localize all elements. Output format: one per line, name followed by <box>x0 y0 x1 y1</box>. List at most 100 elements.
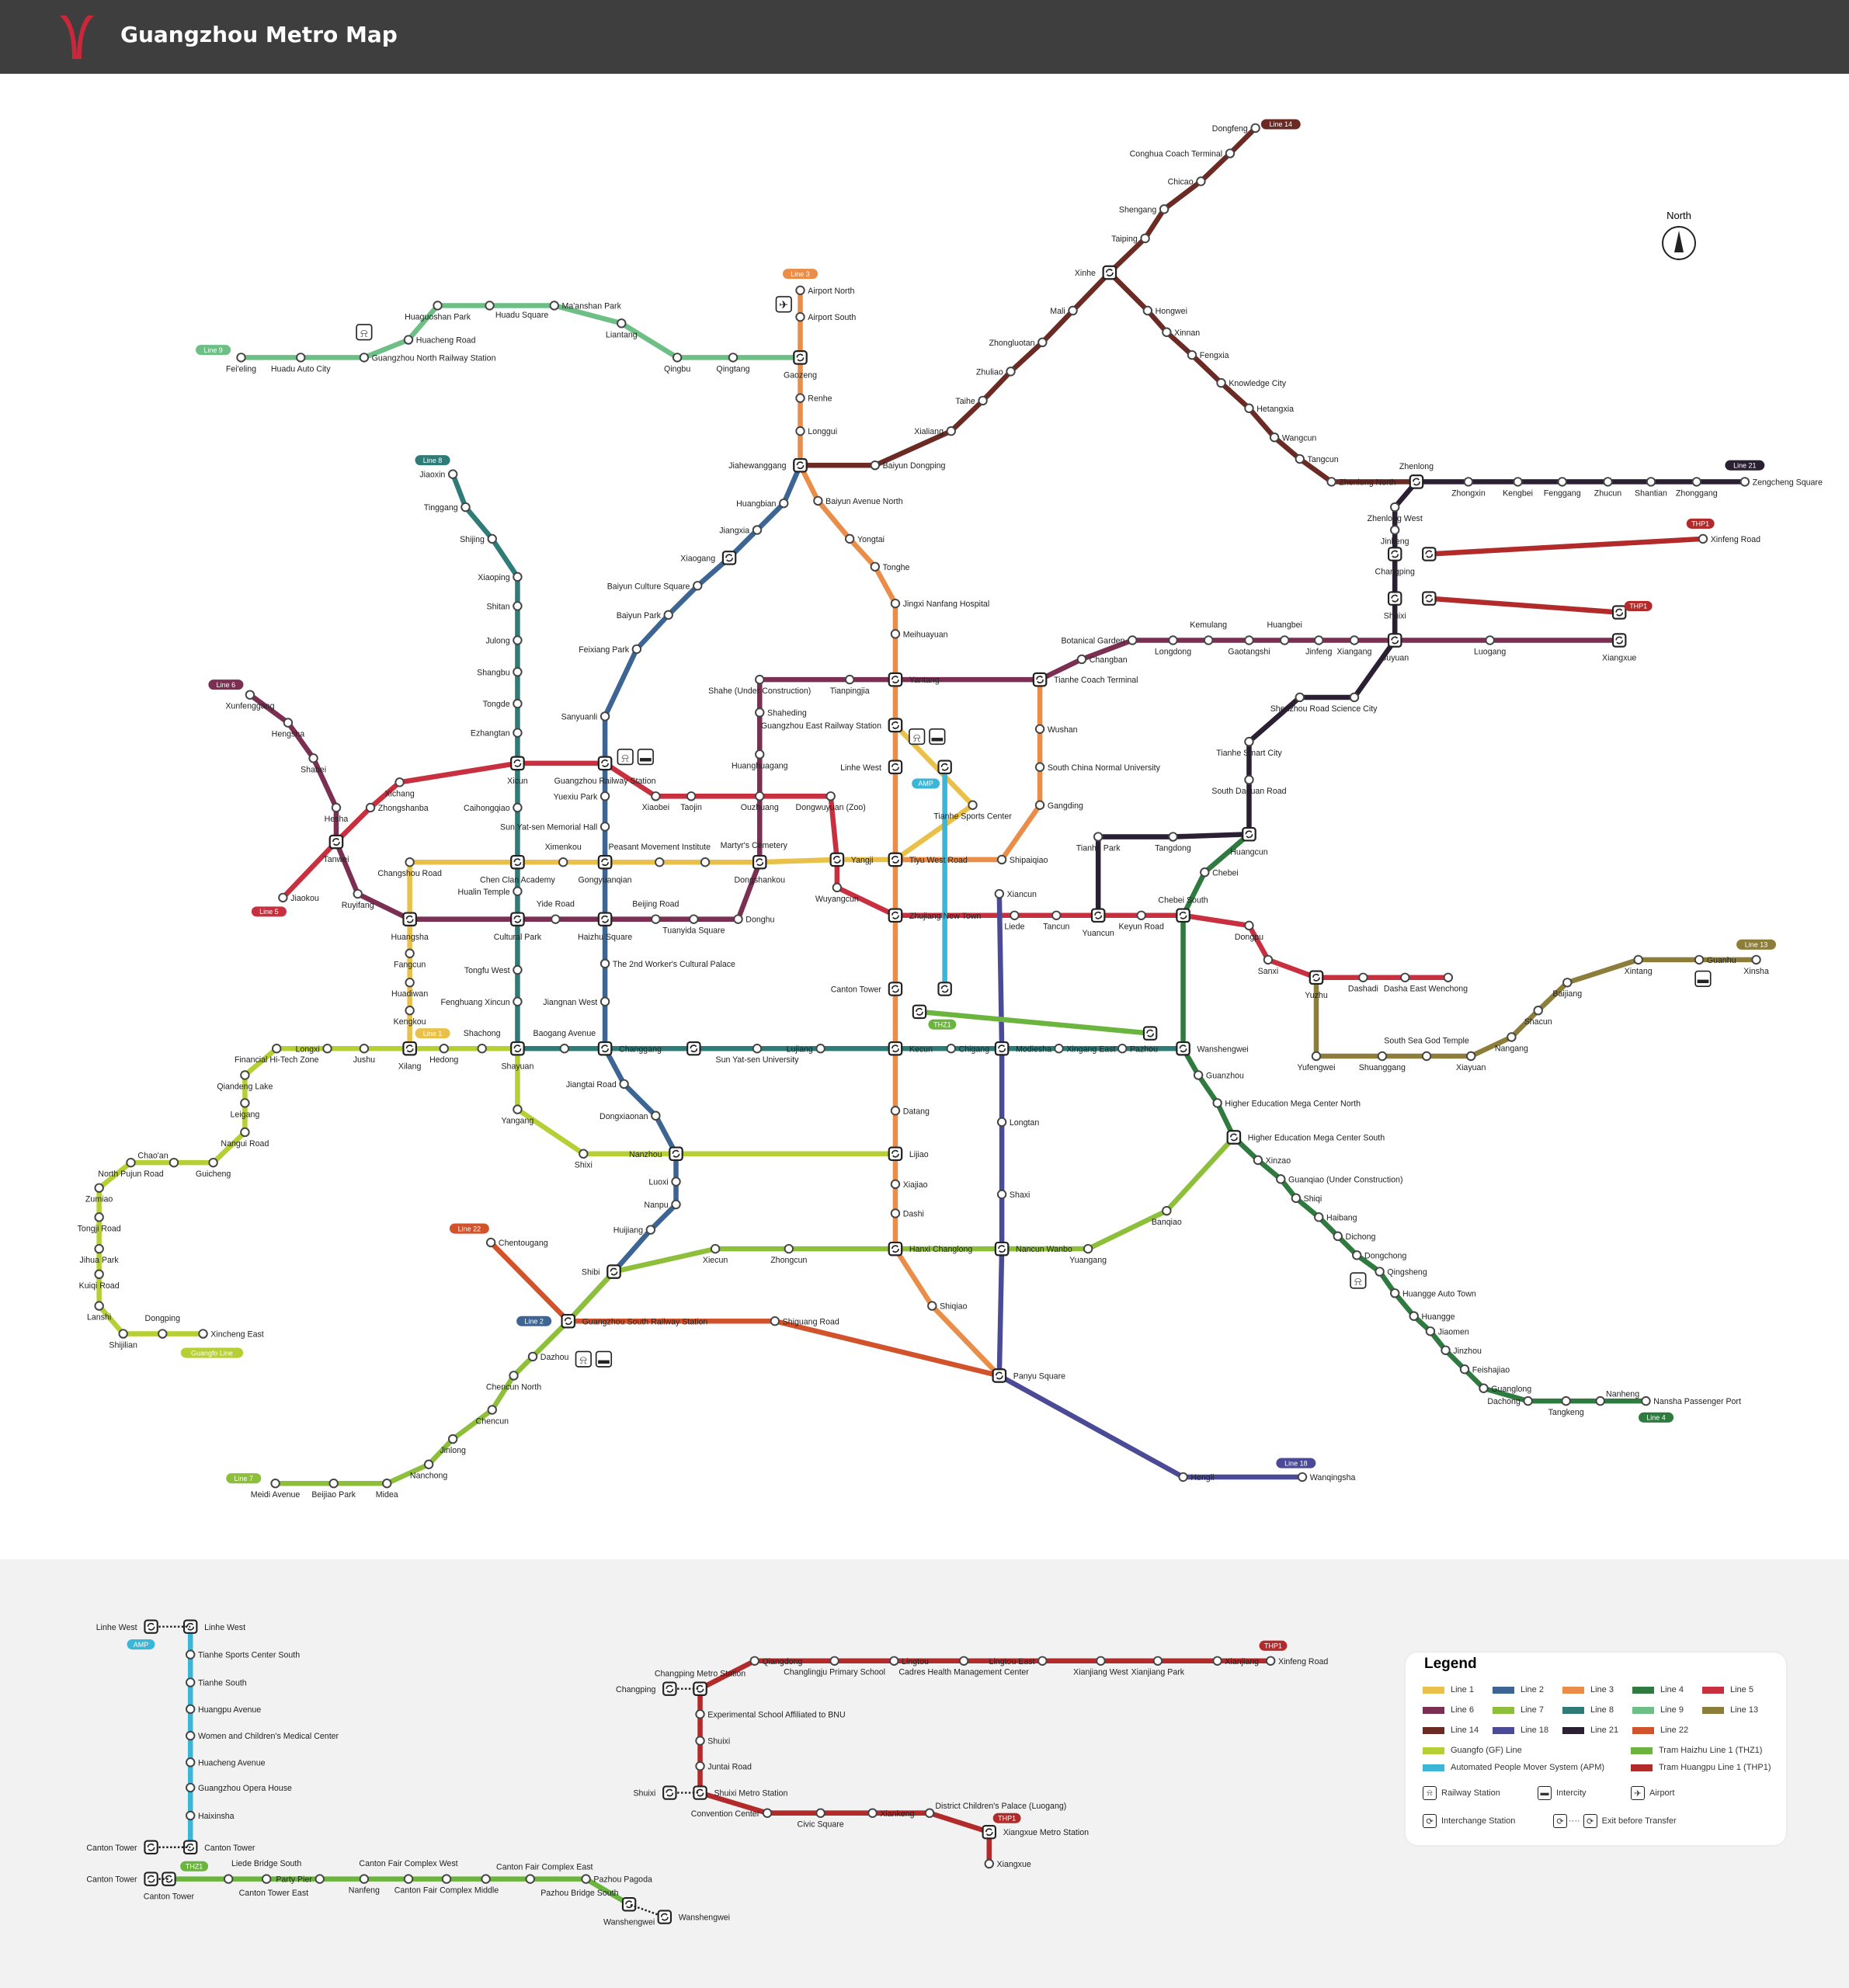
station-marker[interactable] <box>328 1479 339 1489</box>
inset-station[interactable] <box>693 1785 707 1800</box>
interchange-station-icon[interactable] <box>1102 265 1117 280</box>
station[interactable] <box>600 958 610 969</box>
station-marker[interactable] <box>382 1479 392 1489</box>
station[interactable] <box>513 728 523 738</box>
station-marker[interactable] <box>1010 910 1020 920</box>
station[interactable] <box>779 498 789 509</box>
station[interactable] <box>510 912 525 926</box>
station-marker[interactable] <box>695 1761 705 1771</box>
station[interactable] <box>597 854 613 870</box>
station[interactable] <box>686 791 697 801</box>
station-marker[interactable] <box>185 1704 196 1715</box>
station-marker[interactable] <box>1291 1193 1302 1204</box>
station-marker[interactable] <box>946 426 956 436</box>
station-marker[interactable] <box>663 610 673 620</box>
station[interactable] <box>510 756 525 771</box>
station-marker[interactable] <box>513 728 523 738</box>
station-marker[interactable] <box>447 1434 458 1444</box>
station-marker[interactable] <box>481 1874 491 1884</box>
station-marker[interactable] <box>815 1808 825 1818</box>
station[interactable] <box>1463 477 1474 487</box>
station[interactable] <box>784 1243 794 1254</box>
station[interactable] <box>1562 978 1573 988</box>
station[interactable] <box>1400 972 1410 982</box>
station[interactable] <box>755 674 765 685</box>
station-marker[interactable] <box>1250 123 1260 134</box>
station[interactable] <box>597 756 613 771</box>
station-marker[interactable] <box>359 1874 370 1884</box>
station[interactable] <box>359 1043 370 1054</box>
interchange-station-icon[interactable] <box>597 854 613 870</box>
station[interactable] <box>1751 954 1761 965</box>
inset-station[interactable] <box>261 1874 272 1884</box>
station-marker[interactable] <box>94 1269 104 1280</box>
interchange-station-icon[interactable] <box>144 1872 158 1886</box>
station[interactable] <box>1421 1051 1432 1062</box>
station-marker[interactable] <box>617 318 627 328</box>
station-marker[interactable] <box>1751 954 1761 965</box>
station-marker[interactable] <box>1390 1288 1400 1298</box>
station[interactable] <box>968 800 978 810</box>
station-marker[interactable] <box>733 914 743 924</box>
station[interactable] <box>551 914 561 924</box>
station[interactable] <box>94 1243 104 1254</box>
inset-station[interactable] <box>185 1730 196 1741</box>
station-marker[interactable] <box>1295 454 1305 464</box>
interchange-station-icon[interactable] <box>1387 633 1402 648</box>
station[interactable] <box>331 802 342 813</box>
station-marker[interactable] <box>795 393 805 403</box>
station[interactable] <box>402 912 417 926</box>
inset-station[interactable] <box>982 1824 996 1840</box>
station-marker[interactable] <box>795 311 805 322</box>
station-marker[interactable] <box>185 1730 196 1741</box>
station-marker[interactable] <box>752 1043 763 1054</box>
inset-station[interactable] <box>1096 1656 1106 1666</box>
station-marker[interactable] <box>1409 1311 1419 1321</box>
inset-station[interactable] <box>984 1858 994 1869</box>
station[interactable] <box>992 1368 1007 1383</box>
station[interactable] <box>1479 1383 1489 1393</box>
station-marker[interactable] <box>600 791 610 801</box>
station[interactable] <box>513 635 523 645</box>
station[interactable] <box>619 1079 629 1090</box>
station-marker[interactable] <box>1187 349 1197 360</box>
station[interactable] <box>1193 1070 1204 1080</box>
station-marker[interactable] <box>308 753 318 763</box>
station[interactable] <box>1076 654 1087 665</box>
station[interactable] <box>888 982 903 996</box>
station[interactable] <box>1523 1395 1533 1406</box>
station-marker[interactable] <box>1140 233 1150 244</box>
station[interactable] <box>651 791 661 801</box>
station[interactable] <box>1409 1311 1419 1321</box>
station-marker[interactable] <box>1358 972 1368 982</box>
station[interactable] <box>513 802 523 813</box>
station[interactable] <box>671 1199 681 1210</box>
station-marker[interactable] <box>1443 972 1453 982</box>
station[interactable] <box>1168 635 1178 645</box>
station-marker[interactable] <box>185 1810 196 1821</box>
station[interactable] <box>890 1208 901 1218</box>
station[interactable] <box>888 759 903 774</box>
station-marker[interactable] <box>1037 337 1048 348</box>
station[interactable] <box>118 1329 128 1339</box>
station-marker[interactable] <box>1034 800 1045 810</box>
station-marker[interactable] <box>1425 1326 1436 1336</box>
station[interactable] <box>485 301 495 311</box>
station[interactable] <box>527 1351 538 1362</box>
station[interactable] <box>1443 972 1453 982</box>
station[interactable] <box>1333 1231 1343 1242</box>
station[interactable] <box>1006 367 1016 377</box>
station[interactable] <box>795 426 805 436</box>
station[interactable] <box>423 1459 434 1469</box>
station[interactable] <box>405 948 415 958</box>
station-marker[interactable] <box>1557 477 1567 487</box>
station[interactable] <box>994 1241 1010 1256</box>
station[interactable] <box>1054 1043 1064 1054</box>
interchange-station-icon[interactable] <box>1142 1026 1158 1041</box>
station-marker[interactable] <box>1212 1098 1222 1108</box>
station[interactable] <box>236 353 246 363</box>
station-marker[interactable] <box>752 525 763 535</box>
station[interactable] <box>510 854 525 870</box>
station-marker[interactable] <box>185 1782 196 1793</box>
station-marker[interactable] <box>581 1874 591 1884</box>
